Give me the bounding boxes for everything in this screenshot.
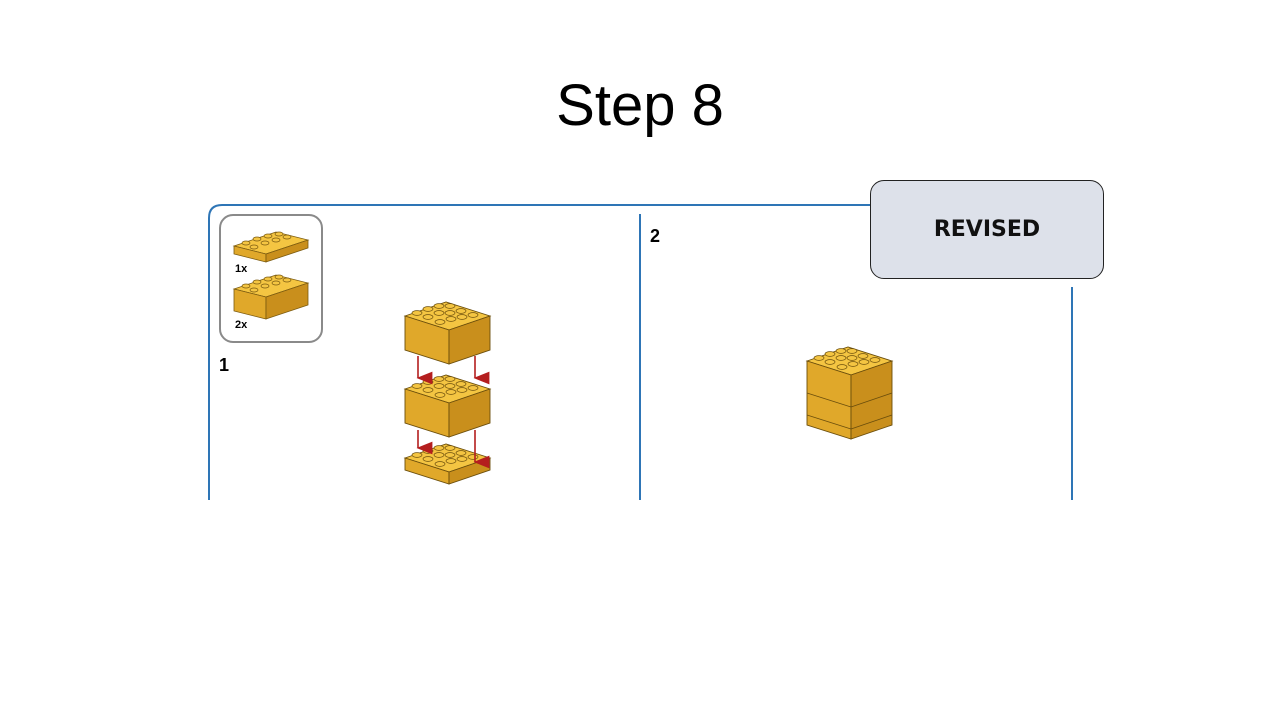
- step-number-1: 1: [219, 355, 230, 375]
- part-qty-brick: 2x: [235, 319, 248, 331]
- part-brick-icon: [232, 274, 310, 320]
- brick-middle: [403, 374, 492, 438]
- part-qty-plate: 1x: [235, 263, 248, 275]
- assembled-stack-diagram: [805, 346, 894, 440]
- down-arrow-icon: [416, 356, 490, 469]
- assembly-exploded-diagram: [403, 301, 492, 485]
- plate-bottom: [403, 443, 492, 485]
- page-title: Step 8: [556, 73, 724, 138]
- revised-badge: REVISED: [870, 180, 1104, 279]
- part-plate-icon: [232, 231, 310, 263]
- brick-top: [403, 301, 492, 365]
- step-number-2: 2: [650, 226, 661, 246]
